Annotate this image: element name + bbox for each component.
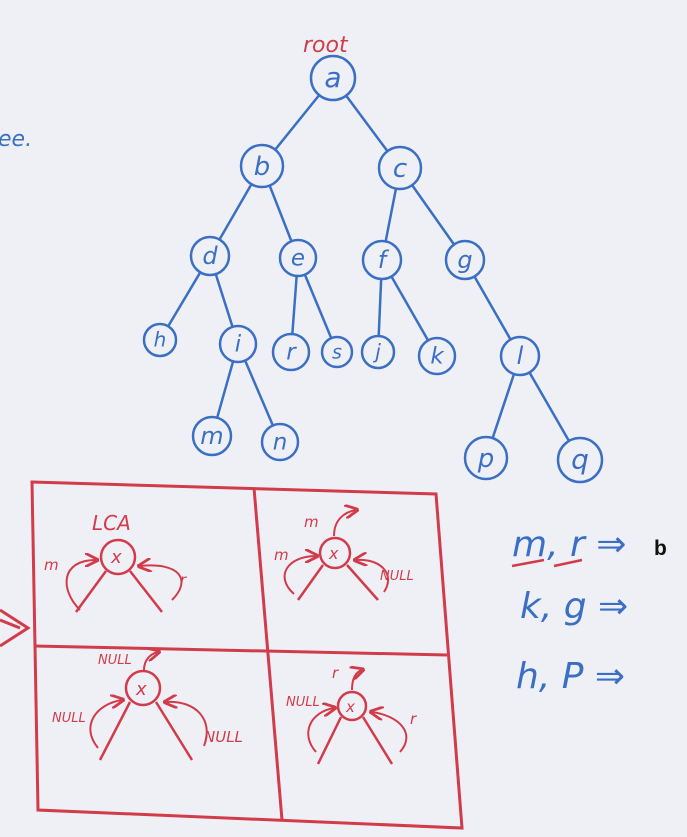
tree-node-label: p xyxy=(477,444,495,474)
tree-node-label: a xyxy=(324,61,341,94)
tree-node-n: n xyxy=(260,422,300,462)
tree-node-r: r xyxy=(271,332,311,372)
tree-node-label: l xyxy=(517,342,524,370)
tree-edge-a-c xyxy=(344,94,389,153)
case-right-input: NULL xyxy=(380,569,414,584)
tree-node-label: i xyxy=(235,332,242,358)
case-node-label: x xyxy=(110,547,122,568)
tree-edge-d-h xyxy=(166,271,202,328)
tree-edge-i-m xyxy=(215,360,235,419)
tree-node-label: f xyxy=(378,246,390,274)
tree-node-q: q xyxy=(556,436,604,484)
case-node-label: x xyxy=(345,698,355,716)
query-3: h, P ⇒ xyxy=(516,656,625,697)
tree-node-label: k xyxy=(430,344,445,370)
tree-edge-d-i xyxy=(214,272,234,329)
tree-node-label: e xyxy=(291,246,305,272)
tree-node-label: m xyxy=(200,422,223,450)
tree-node-f: f xyxy=(361,239,403,281)
tree-node-label: n xyxy=(273,430,288,456)
case-none-found: x NULL NULL NULL xyxy=(52,652,243,761)
query-2: k, g ⇒ xyxy=(520,586,628,627)
tree-edges xyxy=(166,93,571,443)
tree-edge-b-d xyxy=(218,182,253,241)
tree-node-label: g xyxy=(457,246,472,274)
case-pass-up: x r NULL r xyxy=(286,664,417,765)
tree-edge-f-k xyxy=(390,275,430,342)
tree-node-m: m xyxy=(191,415,233,457)
case-node-label: x xyxy=(135,679,147,700)
case-right-input: r xyxy=(180,571,187,589)
tree-node-l: l xyxy=(499,335,541,377)
tree-edge-e-s xyxy=(303,273,333,340)
tree-node-d: d xyxy=(189,235,231,277)
tree-node-label: b xyxy=(254,152,271,182)
tree-edge-b-e xyxy=(268,184,293,243)
tree-node-a: a xyxy=(309,54,357,102)
tree-edge-l-q xyxy=(528,371,571,443)
case-output: r xyxy=(332,664,339,682)
tree-node-h: h xyxy=(142,322,178,358)
tree-node-label: c xyxy=(393,154,407,184)
case-output: m xyxy=(304,513,319,531)
tree-edge-c-g xyxy=(410,183,456,246)
tree-edge-c-f xyxy=(384,187,398,243)
tree-node-label: d xyxy=(202,242,218,270)
query-list: m, r ⇒ k, g ⇒ h, P ⇒ xyxy=(511,524,628,697)
tree-node-k: k xyxy=(417,336,457,376)
case-lca-title: LCA xyxy=(92,511,131,535)
margin-note: ee. xyxy=(0,127,32,152)
tree-edge-a-b xyxy=(273,93,321,151)
tree-nodes: a b c d e f g h i r s j k l m n p q xyxy=(142,54,604,484)
case-left-input: m xyxy=(44,556,59,574)
left-edge-arrow-icon xyxy=(0,608,31,648)
tree-node-i: i xyxy=(218,324,258,364)
tree-edge-g-l xyxy=(473,275,512,341)
case-one-found: x m m NULL xyxy=(274,510,414,601)
tree-edge-l-p xyxy=(491,372,516,440)
case-left-input: NULL xyxy=(286,695,320,710)
tree-node-c: c xyxy=(377,145,423,191)
case-left-input: m xyxy=(274,546,289,564)
case-both-found: LCA x m r xyxy=(44,511,187,613)
case-node-label: x xyxy=(328,544,339,563)
lca-case-grid xyxy=(30,480,464,830)
tree-node-j: j xyxy=(360,334,396,370)
case-output: NULL xyxy=(98,653,132,668)
tree-node-label: q xyxy=(571,443,589,476)
tree-node-b: b xyxy=(239,143,285,189)
case-right-input: r xyxy=(410,710,417,728)
case-right-input: NULL xyxy=(204,728,243,746)
tree-node-g: g xyxy=(444,239,486,281)
tree-node-label: s xyxy=(332,341,342,363)
tree-node-label: h xyxy=(154,328,167,352)
root-label: root xyxy=(303,33,349,58)
binary-tree: root a b c d e f g h i r s j k l m n p q xyxy=(142,33,604,484)
tree-edge-f-j xyxy=(377,277,383,338)
query-1: m, r ⇒ xyxy=(512,524,626,565)
tree-node-label: j xyxy=(372,340,381,364)
tree-node-p: p xyxy=(463,435,509,481)
tree-edge-i-n xyxy=(243,359,275,427)
tree-edge-e-r xyxy=(291,274,298,336)
query-1-answer: b xyxy=(654,537,667,560)
tree-node-s: s xyxy=(320,335,354,369)
tree-node-e: e xyxy=(278,238,318,278)
tree-node-label: r xyxy=(286,340,297,366)
case-left-input: NULL xyxy=(52,711,86,726)
